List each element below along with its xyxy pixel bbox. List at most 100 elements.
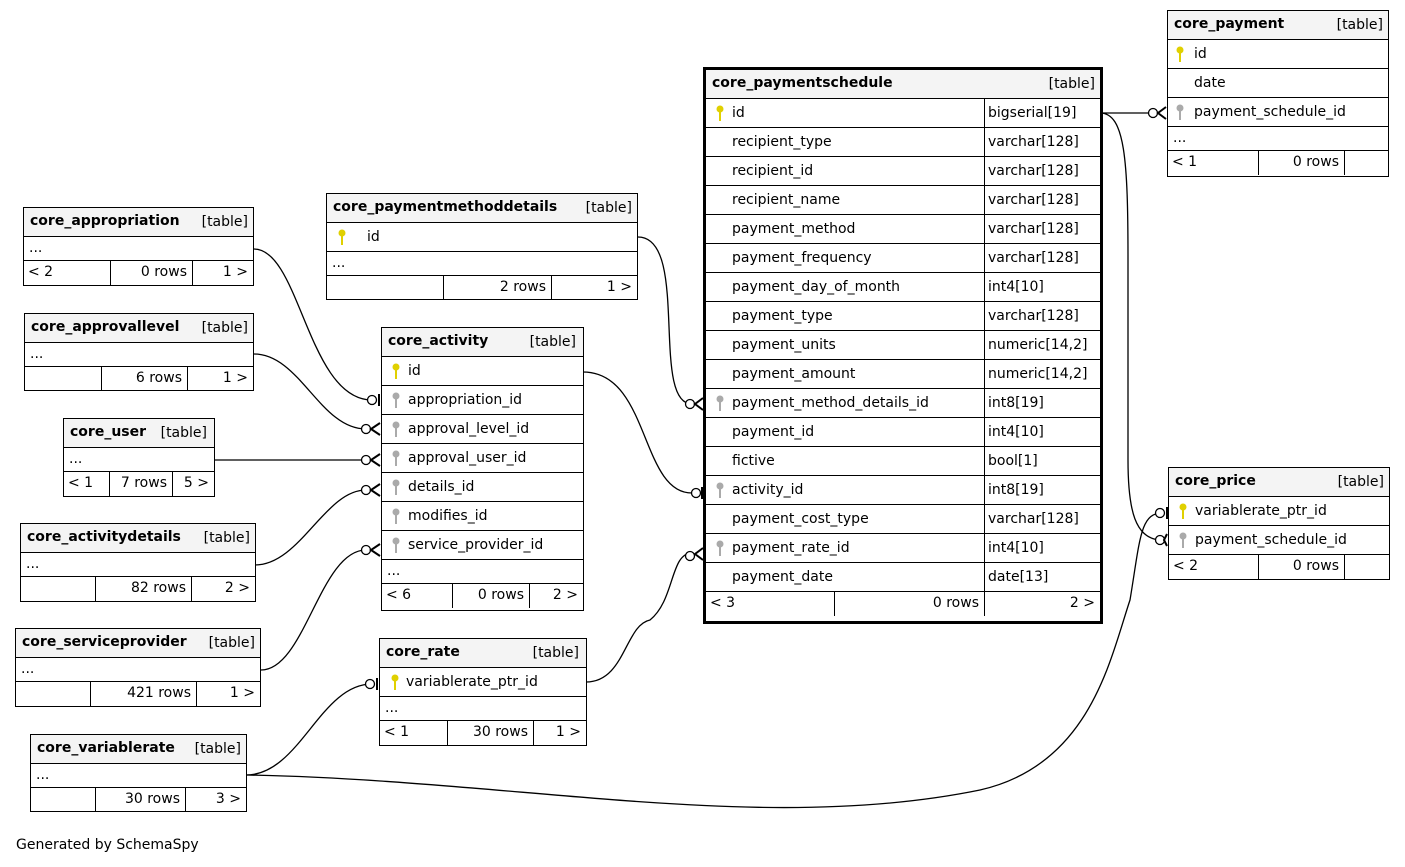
table-tag: [table] — [532, 645, 579, 661]
children-count[interactable]: 1 > — [533, 721, 586, 745]
row-count: 0 rows — [1258, 151, 1344, 175]
more-columns: ... — [382, 560, 583, 584]
foreign-key-icon — [392, 392, 400, 408]
row-count: 30 rows — [95, 788, 185, 812]
children-count[interactable]: 2 > — [984, 592, 1100, 616]
parents-count[interactable] — [16, 682, 90, 706]
parents-count[interactable]: < 3 — [710, 595, 736, 611]
row-count: 421 rows — [90, 682, 196, 706]
parents-count[interactable]: < 1 — [384, 724, 410, 740]
optional-marker — [366, 394, 378, 406]
table-core-variablerate[interactable]: core_variablerate [table] ... 30 rows 3 … — [30, 734, 247, 812]
table-core-user[interactable]: core_user [table] ... < 1 7 rows 5 > — [63, 418, 215, 497]
column-name: recipient_type — [732, 134, 832, 150]
column-type: bigserial[19] — [988, 105, 1077, 121]
column-name: activity_id — [732, 482, 804, 498]
table-footer: < 3 0 rows 2 > — [706, 592, 1100, 616]
optional-marker — [1154, 507, 1166, 519]
table-core-appropriation[interactable]: core_appropriation [table] ... < 2 0 row… — [23, 207, 254, 286]
crow-foot-marker — [1162, 533, 1168, 547]
column-type: int4[10] — [988, 279, 1044, 295]
column-name: id — [732, 105, 745, 121]
row-count: 6 rows — [101, 367, 187, 391]
column-row: recipient_id varchar[128] — [706, 157, 1100, 186]
table-tag: [table] — [1048, 76, 1095, 92]
table-core-rate[interactable]: core_rate [table] variablerate_ptr_id ..… — [379, 638, 587, 746]
parents-count[interactable]: < 1 — [1172, 154, 1198, 170]
children-count[interactable]: 2 > — [529, 584, 583, 608]
parents-count[interactable] — [327, 276, 443, 300]
column-name: fictive — [732, 453, 775, 469]
column-row: payment_units numeric[14,2] — [706, 331, 1100, 360]
children-count[interactable]: 1 > — [196, 682, 260, 706]
table-name: core_variablerate — [37, 740, 175, 756]
column-divider — [984, 389, 985, 417]
table-footer: < 2 0 rows 1 > — [24, 261, 253, 285]
column-type: int4[10] — [988, 424, 1044, 440]
children-count[interactable]: 1 > — [187, 367, 253, 391]
row-count: 2 rows — [443, 276, 551, 300]
children-count[interactable]: 1 > — [551, 276, 637, 300]
optional-marker — [684, 550, 696, 562]
optional-marker — [690, 487, 702, 499]
children-count[interactable] — [1344, 151, 1388, 175]
table-core-price[interactable]: core_price [table] variablerate_ptr_id p… — [1168, 467, 1390, 580]
column-name: appropriation_id — [408, 392, 523, 408]
parents-count[interactable] — [25, 367, 101, 391]
column-type: varchar[128] — [988, 511, 1079, 527]
column-type: varchar[128] — [988, 308, 1079, 324]
column-divider — [984, 476, 985, 504]
parents-count[interactable]: < 2 — [1173, 558, 1199, 574]
parents-count[interactable]: < 2 — [28, 264, 54, 280]
row-count: 82 rows — [95, 577, 191, 601]
column-type: numeric[14,2] — [988, 337, 1088, 353]
table-header: core_activity [table] — [382, 328, 583, 357]
column-divider — [984, 128, 985, 156]
table-core-approvallevel[interactable]: core_approvallevel [table] ... 6 rows 1 … — [24, 313, 254, 391]
table-name: core_approvallevel — [31, 319, 180, 335]
column-name: recipient_id — [732, 163, 814, 179]
table-core-paymentmethoddetails[interactable]: core_paymentmethoddetails [table] id ...… — [326, 193, 638, 300]
column-divider — [984, 418, 985, 446]
foreign-key-icon — [392, 479, 400, 495]
column-divider — [984, 273, 985, 301]
children-count[interactable]: 2 > — [191, 577, 255, 601]
parents-count[interactable] — [31, 788, 95, 812]
relation-rate-paymentschedule — [585, 552, 693, 683]
parents-count[interactable]: < 1 — [68, 475, 94, 491]
column-name: payment_frequency — [732, 250, 872, 266]
table-footer: 30 rows 3 > — [31, 788, 246, 812]
more-columns: ... — [24, 237, 253, 261]
column-type: varchar[128] — [988, 221, 1079, 237]
parents-count[interactable]: < 6 — [386, 587, 412, 603]
table-core-serviceprovider[interactable]: core_serviceprovider [table] ... 421 row… — [15, 628, 261, 707]
children-count[interactable]: 5 > — [172, 472, 214, 496]
column-type: varchar[128] — [988, 163, 1079, 179]
more-columns: ... — [31, 764, 246, 788]
column-divider — [984, 99, 985, 127]
column-name: variablerate_ptr_id — [406, 674, 538, 690]
column-name: payment_method_details_id — [732, 395, 929, 411]
children-count[interactable]: 1 > — [192, 261, 253, 285]
column-name: id — [367, 229, 380, 245]
primary-key-icon — [392, 363, 400, 379]
column-type: date[13] — [988, 569, 1049, 585]
parents-count[interactable] — [21, 577, 95, 601]
table-core-activitydetails[interactable]: core_activitydetails [table] ... 82 rows… — [20, 523, 256, 602]
column-type: int8[19] — [988, 395, 1044, 411]
column-divider — [984, 447, 985, 475]
table-name: core_appropriation — [30, 213, 180, 229]
column-name: payment_units — [732, 337, 836, 353]
relation-variablerate-price — [245, 512, 1163, 809]
table-tag: [table] — [585, 200, 632, 216]
column-name: payment_id — [732, 424, 815, 440]
table-core-activity[interactable]: core_activity [table] id appropriation_i… — [381, 327, 584, 611]
children-count[interactable] — [1344, 555, 1389, 579]
foreign-key-icon — [392, 537, 400, 553]
table-core-payment[interactable]: core_payment [table] id date payment_sch… — [1167, 10, 1389, 177]
children-count[interactable]: 3 > — [185, 788, 246, 812]
